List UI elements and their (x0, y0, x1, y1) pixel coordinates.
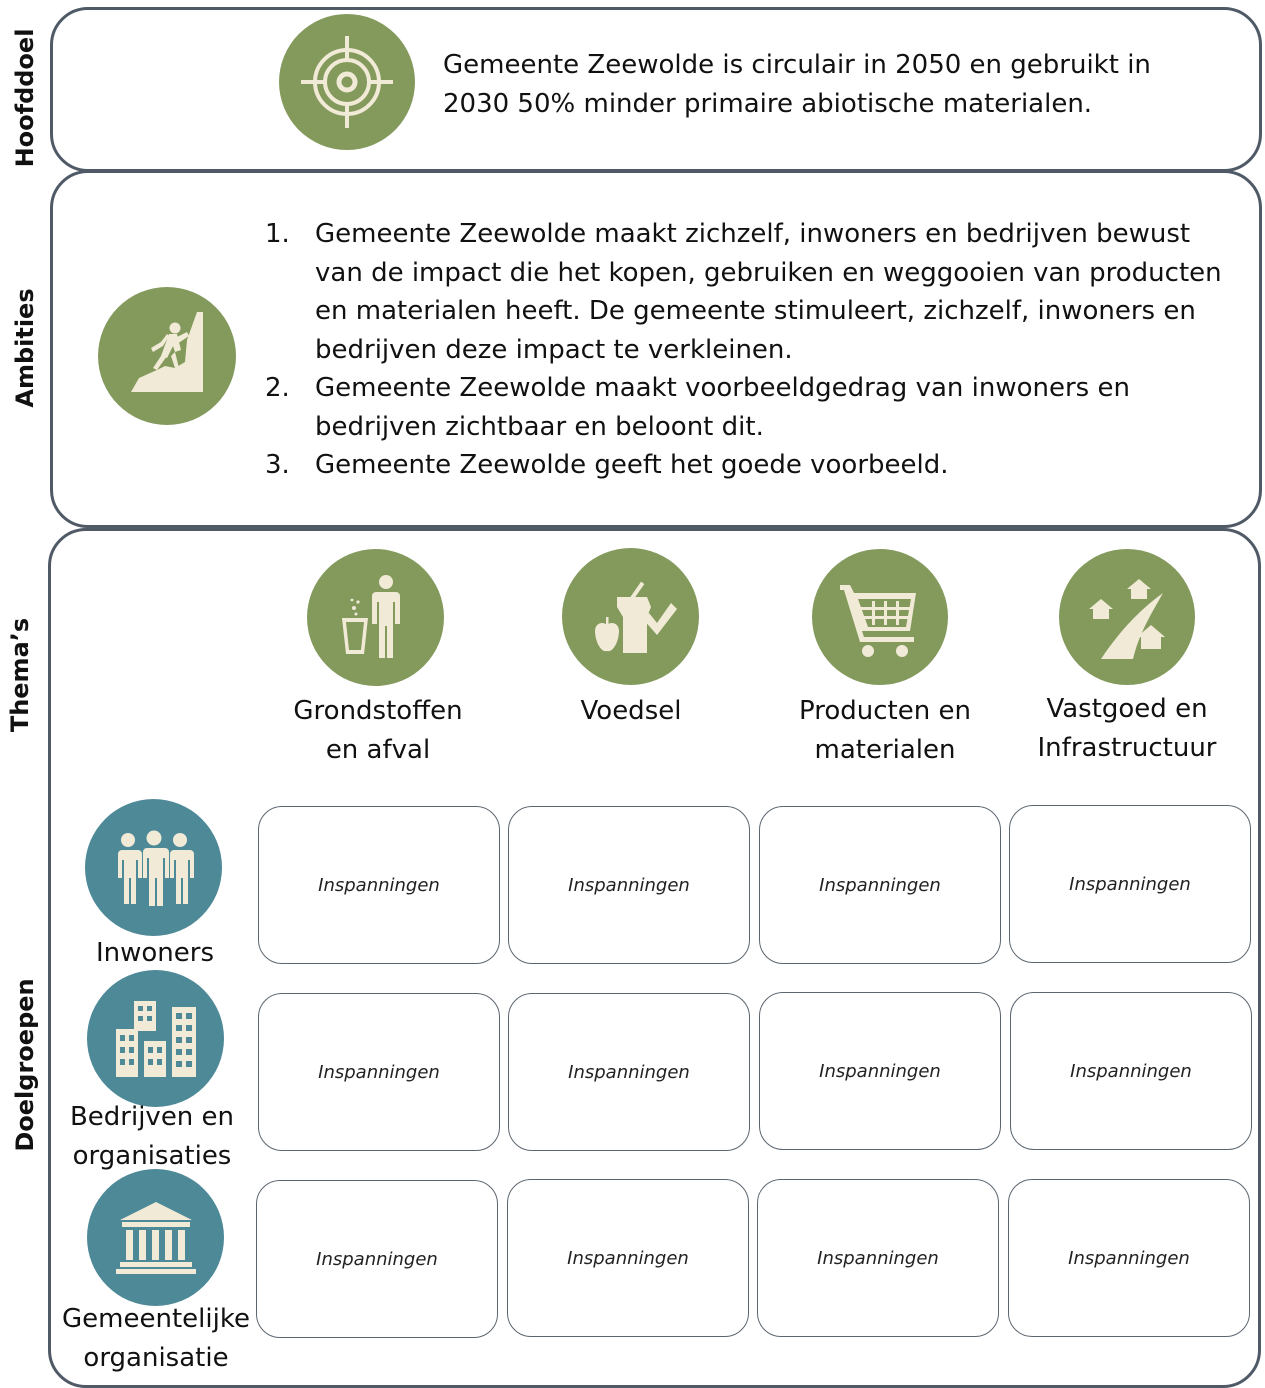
ambitie-item: 3. Gemeente Zeewolde geeft het goede voo… (265, 446, 1225, 485)
ambitie-line: bedrijven zichtbaar en beloont dit. (315, 411, 764, 442)
ambitie-line: Gemeente Zeewolde maakt voorbeeldgedrag … (315, 373, 1130, 403)
theme-label-line: Infrastructuur (1037, 732, 1217, 763)
ambitie-item: 1. Gemeente Zeewolde maakt zichzelf, inw… (265, 215, 1225, 369)
theme-label-line: materialen (814, 734, 956, 765)
ambitie-line: en materialen heeft. De gemeente stimule… (315, 296, 1196, 326)
inspanningen-cell: Inspanningen (759, 992, 1001, 1150)
ambities-panel (50, 170, 1262, 528)
ambitie-number: 2. (265, 373, 290, 403)
inspanningen-cell: Inspanningen (759, 806, 1001, 964)
shopping-cart-icon (812, 549, 948, 685)
government-building-icon (87, 1169, 224, 1306)
inspanningen-cell: Inspanningen (258, 806, 500, 964)
ambities-label: Ambities (11, 288, 39, 408)
group-label: Gemeentelijke organisatie (46, 1300, 266, 1377)
hoofddoel-text: Gemeente Zeewolde is circulair in 2050 e… (443, 46, 1203, 123)
inspanningen-cell: Inspanningen (1010, 992, 1252, 1150)
ambities-list: 1. Gemeente Zeewolde maakt zichzelf, inw… (265, 215, 1225, 485)
inspanningen-cell: Inspanningen (508, 806, 750, 964)
hoofddoel-panel (50, 7, 1262, 172)
waste-bin-person-icon (307, 549, 444, 686)
hoofddoel-label: Hoofddoel (11, 28, 39, 168)
ambitie-line: bedrijven deze impact te verkleinen. (315, 334, 793, 365)
theme-label-line: Producten en (799, 696, 971, 726)
group-label-line: Inwoners (95, 938, 215, 968)
inspanningen-cell: Inspanningen (757, 1179, 999, 1337)
hoofddoel-line-1: Gemeente Zeewolde is circulair in 2050 e… (443, 50, 1151, 80)
group-label-line: organisaties (72, 1140, 232, 1171)
inspanningen-cell: Inspanningen (1008, 1179, 1250, 1337)
ambitie-line: Gemeente Zeewolde maakt zichzelf, inwone… (315, 219, 1191, 249)
doelgroepen-label: Doelgroepen (11, 978, 39, 1152)
ambitie-item: 2. Gemeente Zeewolde maakt voorbeeldgedr… (265, 369, 1225, 446)
theme-label-line: Vastgoed en (1046, 694, 1208, 724)
group-label: Bedrijven en organisaties (42, 1098, 262, 1175)
ambitie-number: 3. (265, 450, 290, 480)
theme-label-line: Grondstoffen (293, 696, 463, 726)
themas-label: Thema’s (6, 617, 34, 733)
theme-label-line: Voedsel (580, 696, 682, 726)
buildings-icon (87, 970, 224, 1107)
houses-road-icon (1059, 549, 1195, 685)
theme-label-line: en afval (325, 734, 431, 765)
group-label: Inwoners (45, 934, 265, 973)
inspanningen-cell: Inspanningen (507, 1179, 749, 1337)
theme-label: Grondstoffen en afval (258, 692, 498, 769)
inspanningen-cell: Inspanningen (256, 1180, 498, 1338)
ambitie-number: 1. (265, 219, 290, 249)
hoofddoel-line-2: 2030 50% minder primaire abiotische mate… (443, 88, 1093, 119)
group-label-line: organisatie (83, 1342, 229, 1373)
people-icon (85, 799, 222, 936)
ambitie-line: van de impact die het kopen, gebruiken e… (315, 257, 1222, 288)
group-label-line: Bedrijven en (69, 1102, 235, 1132)
theme-label: Voedsel (511, 692, 751, 731)
group-label-line: Gemeentelijke (62, 1304, 250, 1334)
theme-label: Producten en materialen (765, 692, 1005, 769)
climber-icon (98, 287, 236, 425)
theme-label: Vastgoed en Infrastructuur (1007, 690, 1247, 767)
target-icon (279, 14, 415, 150)
inspanningen-cell: Inspanningen (1009, 805, 1251, 963)
ambitie-line: Gemeente Zeewolde geeft het goede voorbe… (315, 450, 949, 480)
inspanningen-cell: Inspanningen (508, 993, 750, 1151)
inspanningen-cell: Inspanningen (258, 993, 500, 1151)
food-icon (562, 548, 699, 685)
